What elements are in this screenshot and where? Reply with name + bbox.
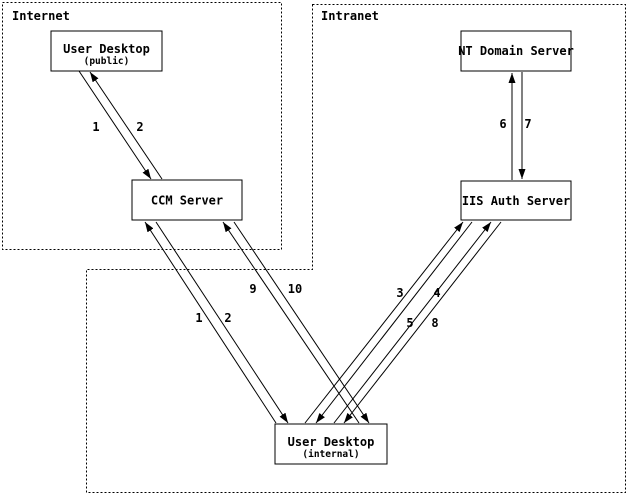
arrow-2-ccm-to-internal-desktop [155, 221, 289, 424]
node-nt-domain-server: NT Domain Server [458, 30, 574, 72]
region-label-intranet: Intranet [321, 9, 379, 23]
arrow-4-iis-to-internal-desktop [315, 221, 473, 424]
node-user-desktop-public-sublabel: (public) [84, 56, 130, 67]
arrow-9-internal-desktop-to-ccm [222, 221, 360, 424]
node-user-desktop-public-box [50, 30, 163, 72]
node-user-desktop-internal-label: User Desktop [288, 435, 375, 449]
arrow-1-internal-desktop-to-ccm [144, 221, 277, 424]
edge-label-10-ccm-internal: 10 [288, 282, 302, 296]
node-iis-auth-server-box [460, 180, 572, 221]
arrow-5-internal-desktop-to-iis [333, 221, 492, 424]
node-user-desktop-internal-box [274, 423, 388, 465]
edge-label-1-public-ccm: 1 [92, 120, 99, 134]
node-ccm-server: CCM Server [131, 179, 243, 221]
node-iis-auth-server-label: IIS Auth Server [462, 194, 570, 208]
edge-label-3-internal-iis: 3 [396, 286, 403, 300]
edge-label-2-ccm-public: 2 [136, 120, 143, 134]
edge-label-8-iis-internal: 8 [431, 316, 438, 330]
edge-label-7-nt-iis: 7 [524, 117, 531, 131]
arrow-10-ccm-to-internal-desktop [233, 221, 370, 424]
node-user-desktop-internal-sublabel: (internal) [302, 449, 359, 460]
node-ccm-server-label: CCM Server [151, 194, 223, 208]
node-ccm-server-box [131, 179, 243, 221]
node-user-desktop-internal: User Desktop (internal) [274, 423, 388, 465]
node-nt-domain-server-box [460, 30, 572, 72]
region-label-internet: Internet [12, 9, 70, 23]
node-user-desktop-public: User Desktop (public) [50, 30, 163, 72]
edge-label-1-internal-ccm: 1 [195, 311, 202, 325]
edge-label-5-internal-iis: 5 [406, 316, 413, 330]
arrow-8-iis-to-internal-desktop [343, 221, 502, 424]
arrow-3-internal-desktop-to-iis [304, 221, 464, 424]
region-internet-boundary [2, 2, 282, 250]
node-iis-auth-server: IIS Auth Server [460, 180, 572, 221]
region-intranet-boundary [86, 4, 626, 493]
edge-label-4-iis-internal: 4 [433, 286, 440, 300]
edge-label-9-internal-ccm: 9 [249, 282, 256, 296]
node-user-desktop-public-label: User Desktop [63, 42, 150, 56]
node-nt-domain-server-label: NT Domain Server [458, 44, 574, 58]
edge-label-2-ccm-internal: 2 [224, 311, 231, 325]
arrow-2-ccm-to-public-desktop [89, 71, 163, 180]
edge-label-6-iis-nt: 6 [499, 117, 506, 131]
arrow-1-public-desktop-to-ccm [78, 70, 152, 180]
